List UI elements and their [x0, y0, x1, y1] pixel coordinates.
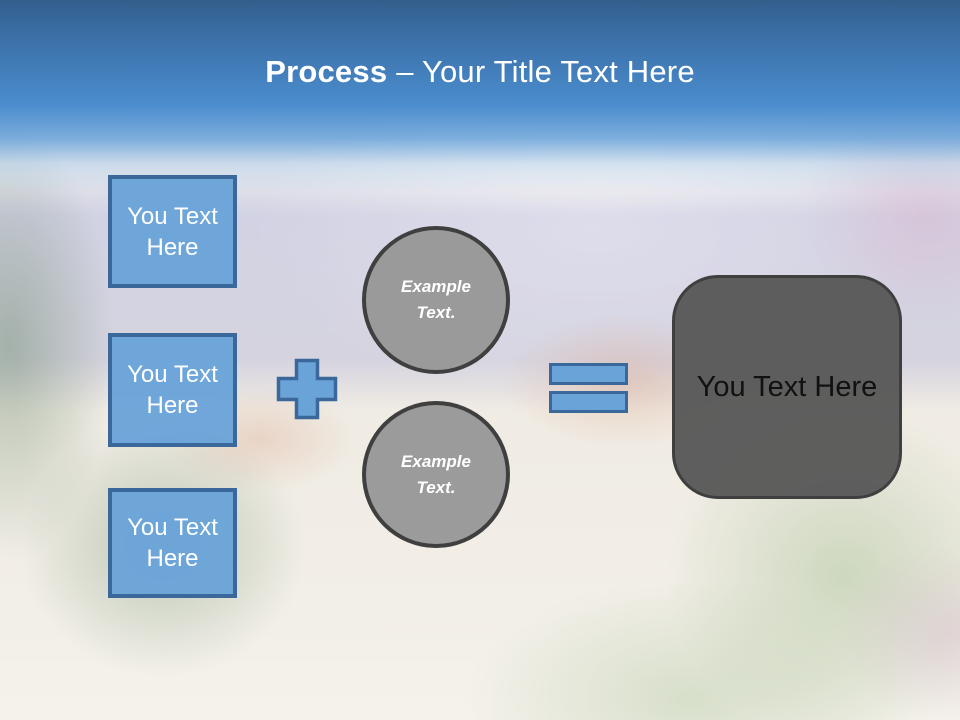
header-gradient-band [0, 0, 960, 192]
equals-sign-icon [549, 363, 628, 413]
title-bold-text: Process [265, 54, 388, 89]
example-circle-2-label: Example Text. [401, 451, 471, 497]
left-box-3-label: You Text Here [127, 514, 218, 572]
equals-bar-bottom [549, 391, 628, 413]
result-box-label: You Text Here [696, 370, 878, 403]
example-circle-1: Example Text. [362, 226, 510, 374]
left-box-2-label: You Text Here [127, 361, 218, 419]
slide-title: Process– Your Title Text Here [0, 54, 960, 90]
left-box-1: You Text Here [108, 175, 237, 288]
result-box: You Text Here [672, 275, 902, 499]
left-box-3: You Text Here [108, 488, 237, 598]
title-regular-text: – Your Title Text Here [396, 54, 695, 89]
left-box-1-label: You Text Here [127, 202, 218, 261]
example-circle-2: Example Text. [362, 401, 510, 548]
equals-bar-top [549, 363, 628, 385]
example-circle-1-label: Example Text. [401, 277, 471, 322]
left-box-2: You Text Here [108, 333, 237, 447]
plus-sign-icon [276, 358, 338, 420]
plus-sign-shape [276, 358, 338, 420]
